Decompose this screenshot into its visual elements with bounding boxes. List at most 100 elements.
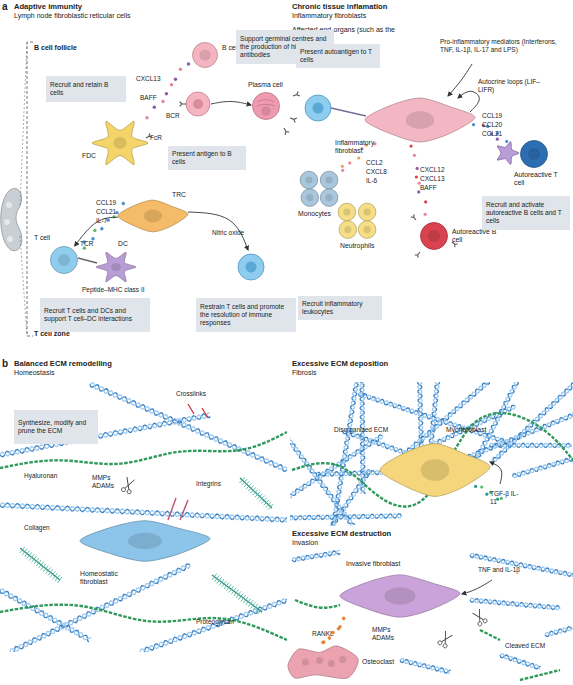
chemokine-dot	[500, 497, 503, 500]
cell-shape	[252, 92, 280, 120]
chemokine-dot	[322, 640, 326, 644]
cell-shape	[118, 198, 188, 234]
annotation-label: Nitric oxide	[212, 229, 244, 237]
cell-shape	[96, 250, 136, 284]
cell-body	[193, 43, 218, 68]
cell-label: Homeostatic fibroblast	[80, 570, 140, 586]
annotation-label: Invasion	[292, 539, 318, 547]
cell-label: Invasive fibroblast	[346, 560, 400, 568]
annotation-label: IL-6	[366, 177, 377, 185]
lymph-node-follicle	[7, 236, 13, 242]
cell-label: Osteoclast	[362, 658, 394, 666]
scissors-handle	[477, 621, 482, 626]
collagen-fibre	[470, 599, 560, 610]
function-box: Recruit and retain B cells	[46, 76, 126, 102]
cell-body	[92, 121, 148, 164]
cell-node: Inflammatory fibroblast	[365, 95, 475, 145]
scissors-blade	[473, 609, 485, 623]
scissors-handle	[437, 640, 442, 645]
collagen-fibre	[140, 599, 287, 652]
chemokine-dot	[424, 213, 427, 216]
annotation-label: Adaptive immunity	[14, 3, 82, 12]
cell-body	[80, 521, 210, 561]
collagen-fibre	[90, 383, 287, 470]
cell-shape	[420, 222, 448, 250]
hyaluronan-chain	[520, 670, 560, 680]
nucleus	[406, 111, 435, 129]
function-box: Present autoantigen to T cells	[296, 44, 380, 68]
arrow	[490, 462, 502, 484]
scissors-icon	[121, 477, 136, 495]
collagen-fibre	[0, 589, 91, 640]
collagen-fibre	[500, 655, 541, 669]
t-cell	[305, 95, 331, 121]
annotation-label: IL-7	[96, 217, 107, 225]
annotation-label: Crosslinks	[176, 390, 206, 398]
dendritic-cell	[497, 142, 519, 165]
annotation-label: MMPs ADAMs	[372, 626, 398, 641]
nucleus	[343, 208, 350, 215]
cell-shape	[520, 140, 548, 168]
scissors-blade	[440, 631, 452, 645]
nucleus	[528, 148, 540, 160]
chemokine-dot	[165, 92, 168, 95]
annotation-label: Excessive ECM deposition	[292, 360, 388, 369]
collagen-fibre	[500, 654, 539, 670]
collagen-fibre	[462, 412, 573, 462]
chemokine-dot	[416, 167, 419, 170]
collagen-fibre	[328, 382, 358, 526]
annotation-label: CCL21	[96, 208, 116, 216]
antibody	[411, 214, 418, 221]
cell-shape	[380, 440, 490, 500]
chemokine-dot	[170, 83, 173, 86]
nucleus	[316, 657, 323, 664]
annotation-label: Excessive ECM destruction	[292, 530, 391, 539]
collagen-fibre	[290, 435, 382, 505]
collagen-fibre	[292, 551, 340, 562]
cell-shape	[80, 518, 210, 564]
annotation-label: CXCL12	[420, 166, 445, 174]
chemokine-dot	[100, 227, 103, 230]
homeostatic-ecm	[0, 383, 287, 652]
collagen-fibre	[360, 382, 365, 494]
cell-node: DC	[96, 250, 136, 284]
box-text: Present autoantigen to T cells	[300, 48, 376, 64]
nucleus	[428, 230, 440, 242]
cell-shape	[365, 95, 475, 145]
annotation-label: Homeostasis	[14, 369, 54, 377]
t-cell	[238, 254, 264, 280]
chemokine-dot	[417, 190, 420, 193]
annotation-label: CCL19	[96, 199, 116, 207]
nucleus	[246, 262, 257, 273]
collagen-fibre	[290, 436, 382, 508]
chemokine-dot	[187, 62, 190, 65]
annotation-label: CXCL13	[420, 175, 445, 183]
scissors-icon	[472, 609, 488, 627]
chemokine-dot	[472, 123, 475, 126]
cell-shape	[192, 42, 218, 68]
cell-node: Neutrophils	[334, 200, 380, 240]
box-text: Recruit T cells and DCs and support T ce…	[44, 307, 146, 323]
antigen-presentation	[331, 108, 366, 116]
cell-node: T cell	[50, 246, 78, 274]
chemokine-dot	[112, 215, 115, 218]
chemokine-dot	[413, 154, 416, 157]
cell-shape	[50, 246, 78, 274]
cell-body	[288, 646, 358, 679]
collagen-fibre	[470, 554, 573, 576]
cell-body	[358, 203, 376, 221]
annotation-label: CCL20	[482, 121, 502, 129]
arrow	[462, 580, 492, 594]
scissors-handle	[127, 489, 132, 494]
cell-label: Monocytes	[298, 210, 331, 218]
cell-node: Plasma cell	[252, 92, 280, 120]
chemokine-dot	[153, 106, 156, 109]
function-box: Present antigen to B cells	[168, 146, 246, 170]
cell-body	[338, 203, 356, 221]
collagen-fibre	[0, 503, 287, 522]
annotation-label: B cell follicle	[34, 44, 77, 52]
cell-node: B cell	[192, 42, 218, 68]
collagen-fibre	[512, 450, 573, 478]
cell-node: Homeostatic fibroblast	[80, 518, 210, 564]
